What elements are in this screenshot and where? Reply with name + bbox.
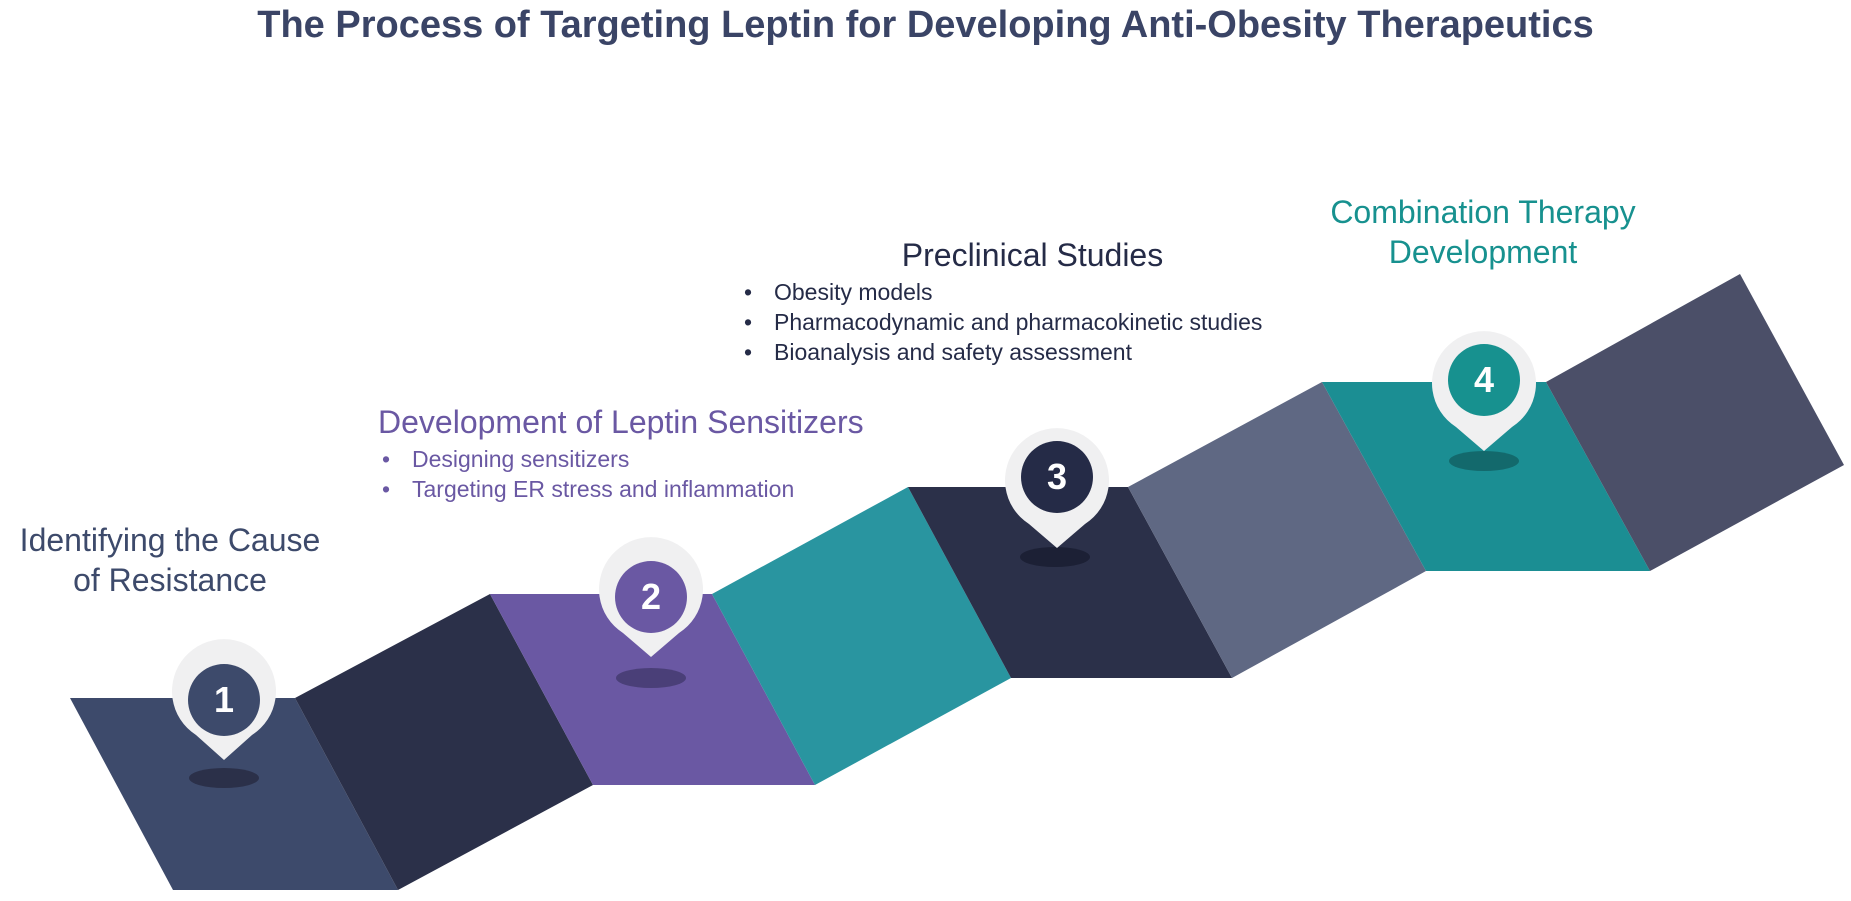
riser-3 xyxy=(1128,382,1426,678)
step-2-label: Development of Leptin Sensitizers Design… xyxy=(378,402,864,504)
step-3-marker: 3 xyxy=(1005,428,1109,567)
step-3-bullets: Obesity models Pharmacodynamic and pharm… xyxy=(740,277,1325,367)
step-4-marker: 4 xyxy=(1432,331,1536,471)
step-3-label: Preclinical Studies Obesity models Pharm… xyxy=(740,235,1325,367)
step-1-marker: 1 xyxy=(172,639,277,788)
marker-shadow xyxy=(1020,547,1090,567)
marker-badge xyxy=(188,664,260,736)
step-4-tread xyxy=(1322,382,1650,571)
riser-4 xyxy=(1546,274,1844,571)
step-4-heading-line-2: Development xyxy=(1388,234,1578,270)
step-2-heading: Development of Leptin Sensitizers xyxy=(378,404,864,440)
step-1-label: Identifying the Cause of Resistance xyxy=(0,520,340,600)
riser-2 xyxy=(712,487,1011,785)
marker-shadow xyxy=(189,768,259,788)
step-2-marker: 2 xyxy=(599,537,704,688)
marker-shadow xyxy=(1449,451,1519,471)
riser-1 xyxy=(295,594,593,890)
step-1-number: 1 xyxy=(214,679,234,720)
step-4-number: 4 xyxy=(1474,359,1494,400)
step-4-heading-line-1: Combination Therapy xyxy=(1330,194,1636,230)
step-2-bullets: Designing sensitizers Targeting ER stres… xyxy=(378,444,864,504)
step-3-heading: Preclinical Studies xyxy=(901,237,1164,273)
step-3-number: 3 xyxy=(1047,456,1067,497)
step-3-tread xyxy=(908,487,1232,678)
marker-badge xyxy=(1021,441,1093,513)
bullet-item: Designing sensitizers xyxy=(378,444,864,474)
bullet-item: Targeting ER stress and inflammation xyxy=(378,474,864,504)
diagram-title: The Process of Targeting Leptin for Deve… xyxy=(257,4,1594,46)
step-2-number: 2 xyxy=(641,576,661,617)
marker-badge xyxy=(1448,344,1520,416)
step-1-tread xyxy=(70,698,398,890)
step-4-heading: Combination Therapy Development xyxy=(1283,192,1683,272)
bullet-item: Bioanalysis and safety assessment xyxy=(740,337,1325,367)
step-4-label: Combination Therapy Development xyxy=(1283,192,1683,272)
bullet-item: Pharmacodynamic and pharmacokinetic stud… xyxy=(740,307,1325,337)
step-2-tread xyxy=(490,594,815,785)
step-1-heading-line-1: Identifying the Cause xyxy=(19,522,321,558)
marker-shadow xyxy=(616,668,686,688)
bullet-item: Obesity models xyxy=(740,277,1325,307)
step-1-heading: Identifying the Cause of Resistance xyxy=(0,520,340,600)
marker-badge xyxy=(615,561,687,633)
step-1-heading-line-2: of Resistance xyxy=(73,562,267,598)
